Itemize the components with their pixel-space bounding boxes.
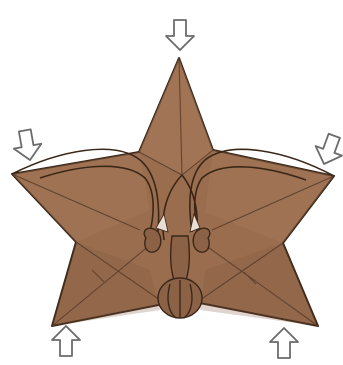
column-stem	[171, 236, 190, 280]
right-side-lobe	[193, 228, 210, 252]
left-side-lobe	[144, 228, 161, 252]
